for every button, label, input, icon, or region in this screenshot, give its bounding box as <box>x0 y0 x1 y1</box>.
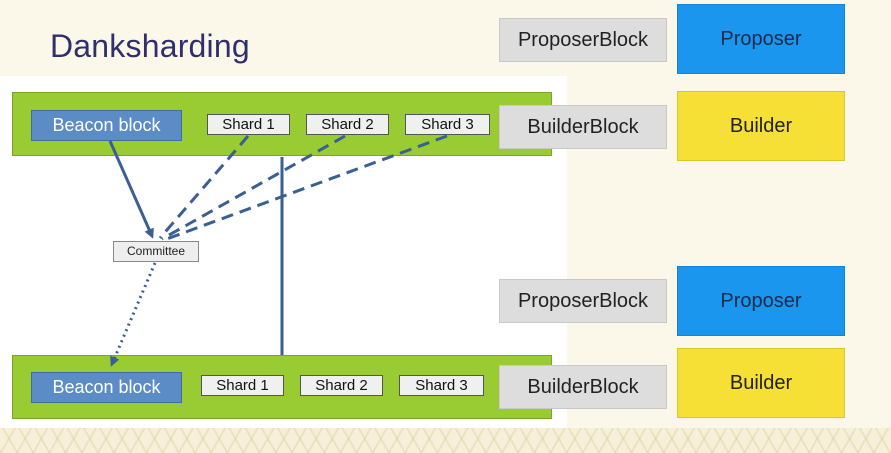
builder-block-label-1: BuilderBlock <box>499 105 667 149</box>
builder-box-2: Builder <box>677 348 845 418</box>
top-beacon-block: Beacon block <box>31 110 182 141</box>
committee-node: Committee <box>113 241 199 262</box>
bottom-shard-2: Shard 2 <box>300 375 383 396</box>
proposer-box-2: Proposer <box>677 266 845 336</box>
bottom-beacon-block: Beacon block <box>31 372 182 403</box>
page-title: Danksharding <box>50 28 250 64</box>
bottom-shard-3: Shard 3 <box>399 375 484 396</box>
proposer-block-label-1: ProposerBlock <box>499 18 667 62</box>
builder-box-1: Builder <box>677 91 845 161</box>
builder-block-label-2: BuilderBlock <box>499 365 667 409</box>
decorative-footer-pattern <box>0 428 891 453</box>
top-shard-2: Shard 2 <box>306 114 389 135</box>
proposer-box-1: Proposer <box>677 4 845 74</box>
top-shard-3: Shard 3 <box>405 114 490 135</box>
top-shard-1: Shard 1 <box>207 114 290 135</box>
bottom-shard-1: Shard 1 <box>201 375 284 396</box>
proposer-block-label-2: ProposerBlock <box>499 279 667 323</box>
